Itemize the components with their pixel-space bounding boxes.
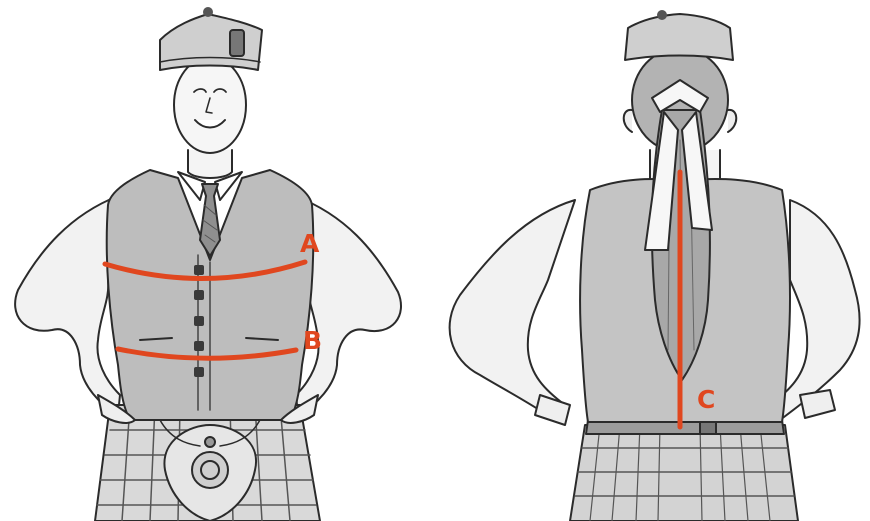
measurement-label-a: A <box>300 229 320 258</box>
front-face <box>174 57 246 153</box>
back-left-sleeve <box>450 200 575 420</box>
back-right-cuff <box>800 390 835 418</box>
back-left-cuff <box>535 395 570 425</box>
back-kilt <box>570 425 798 521</box>
back-glengarry-hat <box>625 14 733 60</box>
front-view-figure <box>15 7 401 521</box>
front-left-sleeve <box>15 196 120 415</box>
back-view-figure <box>450 10 860 521</box>
front-neck <box>188 150 232 178</box>
measurement-label-c: C <box>697 385 715 414</box>
measurement-label-b: B <box>303 326 322 355</box>
front-glengarry-hat <box>160 14 262 70</box>
